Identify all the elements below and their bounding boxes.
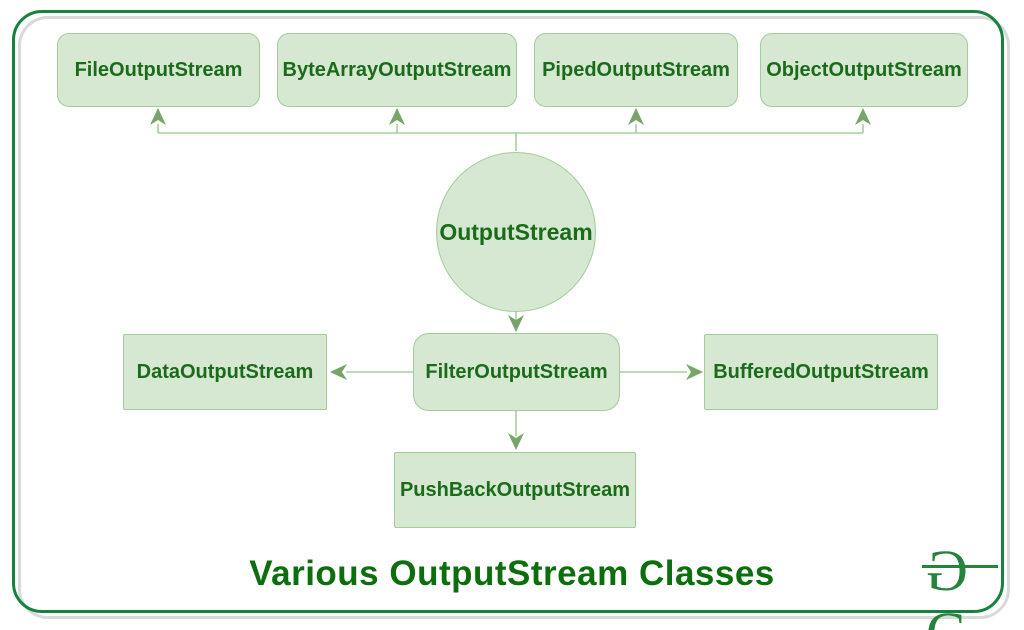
node-filteroutputstream-label: FilterOutputStream [425, 360, 608, 383]
logo-strike-bar [922, 565, 998, 568]
arrowhead-left-data [330, 364, 347, 380]
node-objectoutputstream-label: ObjectOutputStream [766, 58, 962, 81]
node-bufferedoutputstream: BufferedOutputStream [704, 334, 938, 410]
node-pipedoutputstream: PipedOutputStream [534, 33, 738, 107]
node-fileoutputstream: FileOutputStream [57, 33, 260, 107]
arrowhead-down-pushback [508, 433, 524, 450]
node-outputstream-root-label: OutputStream [439, 218, 593, 245]
geeksforgeeks-logo: GG [922, 538, 998, 630]
node-bufferedoutputstream-label: BufferedOutputStream [713, 360, 929, 383]
node-dataoutputstream-label: DataOutputStream [136, 360, 314, 383]
arrowhead-right-buffered [686, 364, 703, 380]
node-pushbackoutputstream-label: PushBackOutputStream [399, 478, 631, 501]
arrowhead-up-piped [628, 108, 644, 125]
node-objectoutputstream: ObjectOutputStream [760, 33, 968, 107]
logo-g: G [926, 602, 968, 630]
node-pipedoutputstream-label: PipedOutputStream [542, 58, 730, 81]
node-bytearrayoutputstream: ByteArrayOutputStream [277, 33, 517, 107]
diagram-title: Various OutputStream Classes [249, 554, 775, 593]
arrowhead-up-object [855, 108, 871, 125]
frame-green-border [12, 10, 1004, 613]
arrowhead-up-file [150, 108, 166, 125]
arrowhead-up-bytearray [389, 108, 405, 125]
node-bytearrayoutputstream-label: ByteArrayOutputStream [282, 58, 512, 81]
logo-reversed-g: G [926, 538, 968, 603]
node-outputstream-root: OutputStream [436, 152, 596, 312]
node-pushbackoutputstream: PushBackOutputStream [394, 452, 636, 528]
node-dataoutputstream: DataOutputStream [123, 334, 327, 410]
frame-shadow-border [18, 16, 1010, 619]
node-fileoutputstream-label: FileOutputStream [74, 58, 243, 81]
arrowhead-down-filter [508, 315, 524, 332]
node-filteroutputstream: FilterOutputStream [413, 333, 620, 411]
